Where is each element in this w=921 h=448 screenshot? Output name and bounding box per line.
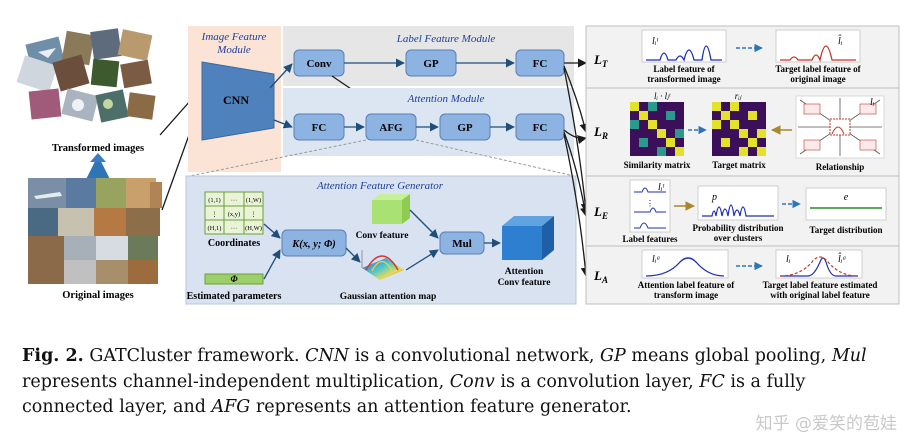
kernel-text: K(x, y; Φ)	[291, 239, 336, 250]
attention-conv-label-2: Conv feature	[498, 278, 551, 288]
svg-text:(H,1): (H,1)	[208, 225, 222, 232]
cnn-block	[201, 61, 275, 141]
label-features-stack: ⋮	[629, 179, 671, 233]
phi-label: Φ	[230, 274, 237, 284]
attention-fc-text-1: FC	[312, 122, 327, 134]
watermark: 知乎 @爱笑的苞娃	[755, 414, 897, 434]
label-fc-text: FC	[533, 58, 548, 70]
transformed-images	[16, 28, 156, 123]
relationship-diagram	[795, 95, 885, 159]
svg-text:Target label feature of: Target label feature of	[775, 64, 861, 74]
svg-text:rᵢⱼ: rᵢⱼ	[735, 91, 743, 101]
attention-fc-node-2	[515, 113, 565, 141]
svg-text:over clusters: over clusters	[714, 233, 763, 243]
kernel-node	[281, 229, 347, 257]
caption-fig-number: Fig. 2.	[22, 346, 84, 366]
svg-text:Label features: Label features	[622, 234, 678, 244]
up-arrow-head-icon	[90, 153, 106, 162]
loss-la-label: LA	[593, 268, 608, 285]
svg-text:Target label feature estimated: Target label feature estimated	[763, 280, 878, 290]
svg-text:e: e	[844, 192, 849, 203]
original-images	[28, 178, 162, 284]
transformed-images-label: Transformed images	[52, 143, 144, 154]
target-matrix	[712, 102, 766, 156]
attention-conv-cube	[502, 216, 554, 260]
svg-text:lᵢ · lⱼᵗ: lᵢ · lⱼᵗ	[654, 91, 671, 101]
conv-feature-cube	[372, 194, 410, 224]
loss-le-label: LE	[593, 204, 608, 221]
attention-fc-text-2: FC	[533, 122, 548, 134]
framework-diagram: Transformed images Original images Image…	[16, 25, 900, 305]
gaussian-map-icon	[361, 250, 404, 280]
svg-text:···: ···	[231, 225, 238, 232]
svg-text:⋮: ⋮	[646, 199, 654, 208]
svg-text:lᵢᵗ: lᵢᵗ	[652, 36, 659, 47]
svg-text:l̂ᵢᵃ: l̂ᵢᵃ	[837, 252, 846, 265]
svg-text:lᵢ: lᵢ	[786, 254, 791, 265]
attention-conv-label-1: Attention	[505, 267, 544, 277]
svg-text:lᵢᵗ: lᵢᵗ	[658, 182, 665, 193]
probability-curve	[702, 204, 774, 217]
gaussian-map-label: Gaussian attention map	[340, 292, 437, 302]
image-feature-module-title-1: Image Feature	[201, 31, 267, 43]
svg-text:original image: original image	[790, 74, 845, 84]
svg-text:(1,W): (1,W)	[246, 197, 261, 204]
estimated-parameters-label: Estimated parameters	[187, 291, 282, 302]
label-feature-module-title: Label Feature Module	[396, 33, 496, 45]
attention-module-title: Attention Module	[407, 93, 485, 105]
svg-text:Similarity matrix: Similarity matrix	[624, 160, 691, 170]
svg-text:Label feature of: Label feature of	[653, 64, 715, 74]
original-images-label: Original images	[62, 290, 133, 301]
lt-target-curve	[780, 45, 856, 63]
figure-caption: Fig. 2. GATCluster framework. CNN is a c…	[22, 346, 867, 417]
loss-lt-label: LT	[593, 52, 608, 69]
mul-text: Mul	[452, 238, 472, 250]
svg-text:transformed image: transformed image	[647, 74, 720, 84]
svg-text:⋮: ⋮	[211, 211, 218, 218]
svg-text:⋮: ⋮	[250, 211, 257, 218]
parameters-bar	[204, 273, 264, 285]
attention-gp-text: GP	[457, 122, 473, 134]
svg-text:lᵢᵃ: lᵢᵃ	[652, 254, 660, 265]
lt-label-feature-curve	[646, 45, 722, 62]
svg-text:(H,W): (H,W)	[245, 225, 262, 232]
coordinates-label: Coordinates	[208, 238, 260, 249]
svg-text:Attention label feature of: Attention label feature of	[638, 280, 736, 290]
label-conv-text: Conv	[306, 58, 332, 70]
svg-text:(x,y): (x,y)	[228, 211, 240, 218]
svg-text:Probability distribution: Probability distribution	[692, 223, 783, 233]
cnn-label: CNN	[223, 93, 249, 107]
svg-text:with original label feature: with original label feature	[770, 290, 870, 300]
afg-panel-title: Attention Feature Generator	[316, 180, 444, 192]
coordinates-grid: (1,1) ··· (1,W) ⋮ (x,y) ⋮ (H,1) ··· (H,W…	[204, 191, 264, 235]
svg-text:(1,1): (1,1)	[208, 197, 220, 204]
svg-text:Target matrix: Target matrix	[712, 160, 766, 170]
svg-text:p: p	[711, 192, 717, 203]
loss-lr-label: LR	[593, 124, 608, 141]
similarity-matrix	[630, 102, 684, 156]
image-feature-module-title-2: Module	[216, 44, 251, 56]
label-gp-text: GP	[423, 58, 439, 70]
svg-text:Target distribution: Target distribution	[810, 225, 883, 235]
afg-text: AFG	[379, 122, 403, 134]
svg-text:Relationship: Relationship	[816, 162, 865, 172]
la-attention-curve	[645, 257, 725, 277]
svg-text:···: ···	[231, 197, 238, 204]
svg-text:lᵢ: lᵢ	[870, 97, 875, 108]
svg-text:l̂ᵢ: l̂ᵢ	[837, 34, 842, 47]
svg-text:transform image: transform image	[654, 290, 718, 300]
conv-feature-label: Conv feature	[356, 231, 409, 241]
